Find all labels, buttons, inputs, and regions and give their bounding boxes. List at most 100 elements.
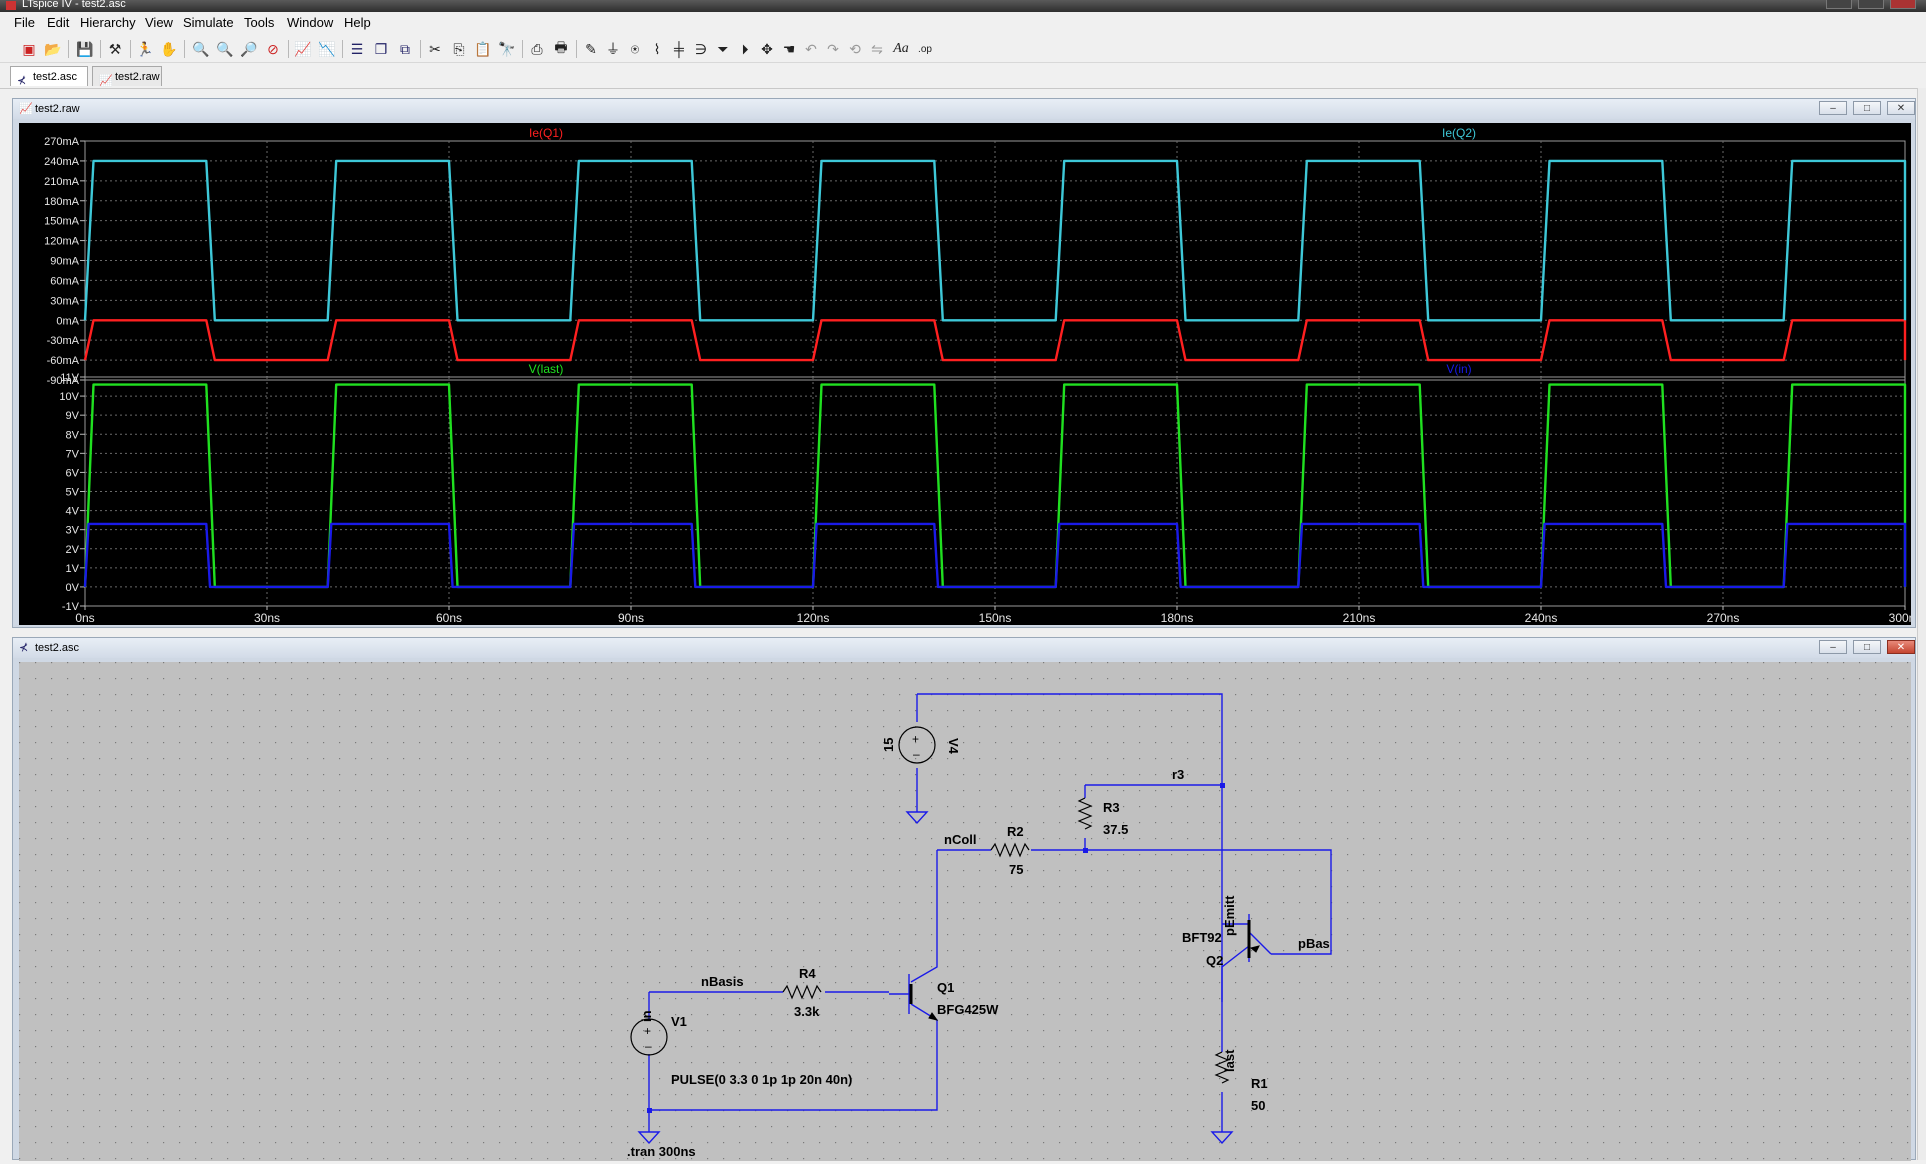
y-tick-label: 3V <box>66 525 80 537</box>
new-schematic-icon[interactable]: ▣ <box>22 40 36 57</box>
title-maximize-button[interactable] <box>1858 0 1884 9</box>
title-minimize-button[interactable] <box>1826 0 1852 9</box>
r3-symbol <box>1077 797 1093 830</box>
waveform-icon: 📈 <box>19 103 33 115</box>
zoom-out-icon[interactable]: 🔎 <box>240 40 258 57</box>
legend-label: V(in) <box>1446 362 1471 376</box>
resistor-icon[interactable]: ⌇ <box>653 40 661 57</box>
capacitor-icon[interactable]: ╪ <box>674 41 684 57</box>
close-all-icon[interactable]: ⧉ <box>400 40 410 57</box>
open-icon[interactable]: 📂 <box>44 40 62 57</box>
q2-emitter-arrow <box>1249 945 1260 953</box>
tile-horizontal-icon[interactable]: ☰ <box>350 40 364 57</box>
copy-icon[interactable]: ⎘ <box>453 40 465 57</box>
mirror-icon[interactable]: ⇋ <box>871 40 883 57</box>
v4-symbol: + – <box>898 726 936 764</box>
y-tick-label: 30mA <box>50 295 79 307</box>
toolbar-separator <box>130 40 131 58</box>
menu-window[interactable]: Window <box>287 15 334 30</box>
schematic-canvas[interactable]: + – + – 15 V4 <box>19 662 1911 1161</box>
text-icon[interactable]: Aa <box>893 41 909 56</box>
pan-icon[interactable]: 🔍 <box>216 40 234 57</box>
y-tick-label: 10V <box>59 391 79 403</box>
draw-wire-icon[interactable]: ✎ <box>585 40 597 57</box>
control-panel-icon[interactable]: ⚒ <box>108 40 122 57</box>
menu-tools[interactable]: Tools <box>244 15 275 30</box>
title-close-button[interactable] <box>1890 0 1916 9</box>
schematic-window-caption: ⊀ test2.asc – □ ✕ <box>13 638 1915 658</box>
q2-model: BFT92 <box>1182 930 1222 945</box>
net-pemitt-label: pEmitt <box>1222 895 1237 936</box>
y-tick-label: 180mA <box>44 196 80 208</box>
x-tick-label: 180ns <box>1161 611 1194 625</box>
waveform-window-caption: 📈 test2.raw – □ ✕ <box>13 99 1915 119</box>
cut-icon[interactable]: ✂ <box>429 40 441 57</box>
y-tick-label: 0mA <box>56 315 79 327</box>
label-net-icon[interactable]: ⍟ <box>630 40 640 57</box>
delete-trace-icon[interactable]: 📉 <box>318 40 336 57</box>
minimize-button[interactable]: – <box>1819 640 1847 654</box>
y-tick-label: 5V <box>66 487 80 499</box>
halt-icon[interactable]: ✋ <box>160 40 178 57</box>
component-icon[interactable]: ⏵ <box>741 40 749 57</box>
menu-file[interactable]: File <box>14 15 35 30</box>
net-nbasis-label: nBasis <box>701 974 744 989</box>
print-icon[interactable]: 🖶 <box>554 39 568 55</box>
svg-text:+: + <box>912 732 919 746</box>
maximize-button[interactable]: □ <box>1853 101 1881 115</box>
diode-icon[interactable]: ⏷ <box>717 40 729 57</box>
q1-name: Q1 <box>937 980 954 995</box>
spice-directive-icon[interactable]: .op <box>918 43 932 55</box>
y-tick-label: 210mA <box>44 176 80 188</box>
move-icon[interactable]: ✥ <box>761 40 773 57</box>
ground-icon[interactable]: ⏚ <box>606 41 620 57</box>
menu-view[interactable]: View <box>145 15 173 30</box>
y-tick-label: 150mA <box>44 216 80 228</box>
waveform-icon: 📈 <box>99 75 113 87</box>
paste-icon[interactable]: 📋 <box>474 40 492 57</box>
x-tick-label: 150ns <box>979 611 1012 625</box>
menu-edit[interactable]: Edit <box>47 15 70 30</box>
run-icon[interactable]: 🏃 <box>136 40 154 57</box>
autorange-icon[interactable]: 📈 <box>294 40 312 57</box>
redo-icon[interactable]: ↷ <box>827 40 839 57</box>
y-tick-label: 2V <box>66 544 80 556</box>
close-button[interactable]: ✕ <box>1887 101 1915 115</box>
tran-directive[interactable]: .tran 300ns <box>627 1144 696 1159</box>
schematic-icon: ⊀ <box>17 75 27 87</box>
vertical-scrollbar[interactable] <box>1917 88 1926 1160</box>
tab-test2-asc[interactable]: ⊀ test2.asc <box>10 66 88 87</box>
y-tick-label: 6V <box>66 467 80 479</box>
inductor-icon[interactable]: ∋ <box>694 40 708 57</box>
find-icon[interactable]: 🔭 <box>498 40 516 57</box>
r4-symbol <box>782 984 822 1000</box>
schematic-window-title: test2.asc <box>35 642 80 654</box>
toolbar-separator <box>522 40 523 58</box>
undo-icon[interactable]: ↶ <box>805 40 817 57</box>
cascade-icon[interactable]: ❐ <box>374 40 388 57</box>
menu-bar: File Edit Hierarchy View Simulate Tools … <box>0 12 1926 34</box>
rotate-icon[interactable]: ⟲ <box>849 40 861 57</box>
drag-icon[interactable]: ☚ <box>782 40 796 57</box>
svg-text:–: – <box>913 747 920 761</box>
r1-symbol <box>1214 1051 1230 1084</box>
net-last-label: last <box>1222 1049 1237 1072</box>
r3-name: R3 <box>1103 800 1120 815</box>
menu-simulate[interactable]: Simulate <box>183 15 234 30</box>
close-button[interactable]: ✕ <box>1887 640 1915 654</box>
ground-symbols <box>637 811 1234 1145</box>
menu-hierarchy[interactable]: Hierarchy <box>80 15 136 30</box>
tab-test2-raw[interactable]: 📈 test2.raw <box>92 66 162 87</box>
print-preview-icon[interactable]: ⎙ <box>531 40 543 57</box>
save-icon[interactable]: 💾 <box>76 40 94 57</box>
zoom-fit-icon[interactable]: ⊘ <box>267 40 279 57</box>
menu-help[interactable]: Help <box>344 15 371 30</box>
minimize-button[interactable]: – <box>1819 101 1847 115</box>
svg-text:+: + <box>644 1024 651 1038</box>
net-r3-label: r3 <box>1172 767 1184 782</box>
maximize-button[interactable]: □ <box>1853 640 1881 654</box>
ltspice-logo-icon <box>6 1 16 10</box>
zoom-in-icon[interactable]: 🔍 <box>192 40 210 57</box>
